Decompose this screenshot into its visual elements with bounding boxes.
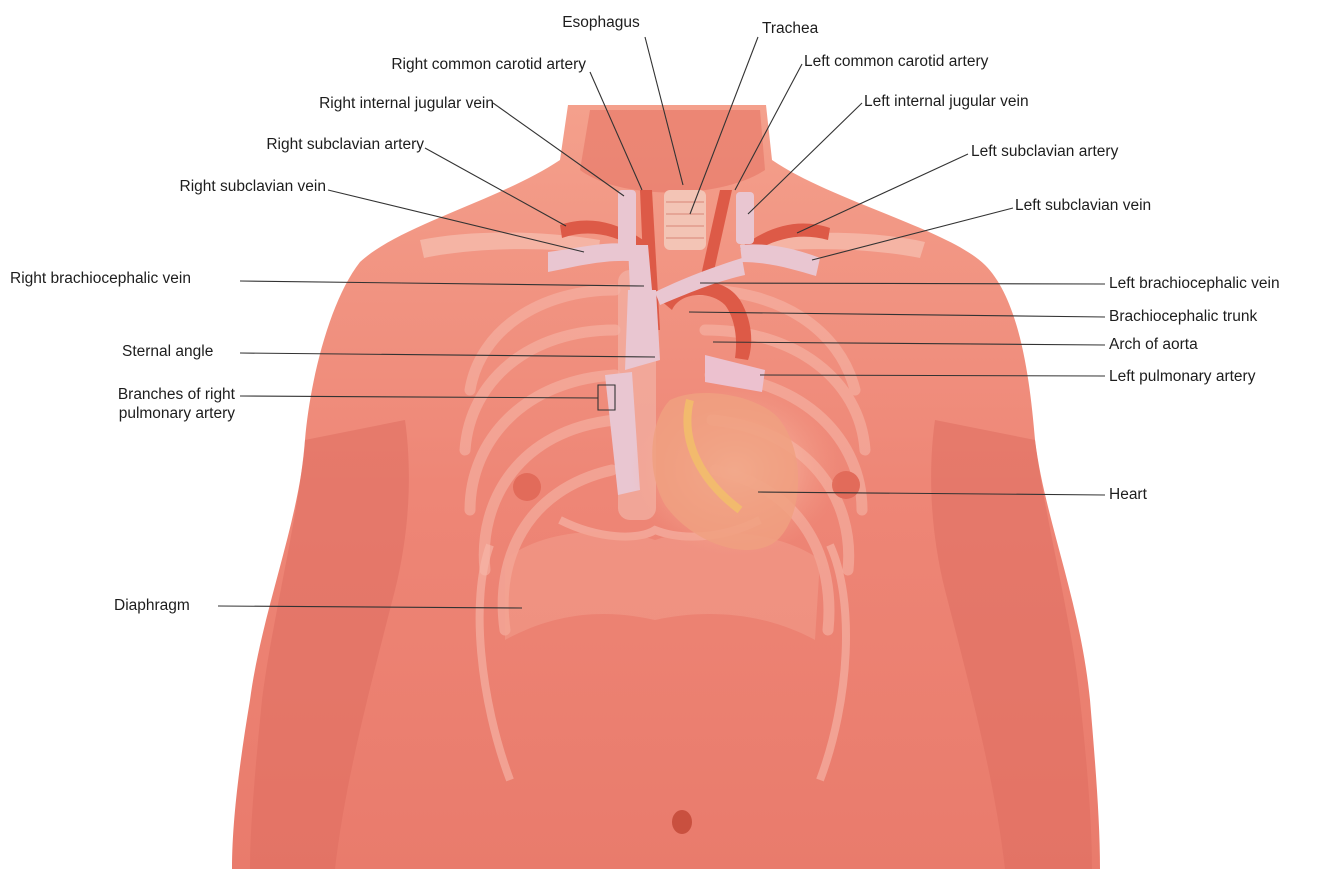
trachea-shape	[664, 190, 706, 250]
label-right-common-carotid-artery: Right common carotid artery	[300, 55, 586, 74]
label-left-pulmonary-artery: Left pulmonary artery	[1109, 367, 1255, 386]
label-right-brachiocephalic-vein: Right brachiocephalic vein	[10, 269, 191, 288]
label-trachea: Trachea	[762, 19, 818, 38]
label-left-brachiocephalic-vein: Left brachiocephalic vein	[1109, 274, 1280, 293]
label-right-subclavian-vein: Right subclavian vein	[120, 177, 326, 196]
label-right-subclavian-artery: Right subclavian artery	[200, 135, 424, 154]
navel	[672, 810, 692, 834]
label-left-internal-jugular-vein: Left internal jugular vein	[864, 92, 1029, 111]
label-brachiocephalic-trunk: Brachiocephalic trunk	[1109, 307, 1257, 326]
label-right-internal-jugular-vein: Right internal jugular vein	[240, 94, 494, 113]
label-arch-of-aorta: Arch of aorta	[1109, 335, 1198, 354]
label-branches-line1: Branches of right	[60, 385, 235, 404]
neck-shading	[580, 110, 765, 193]
label-left-subclavian-artery: Left subclavian artery	[971, 142, 1118, 161]
label-left-common-carotid-artery: Left common carotid artery	[804, 52, 988, 71]
label-heart: Heart	[1109, 485, 1147, 504]
label-branches-line2: pulmonary artery	[60, 404, 235, 423]
label-sternal-angle: Sternal angle	[122, 342, 213, 361]
label-esophagus: Esophagus	[552, 13, 650, 32]
label-diaphragm: Diaphragm	[114, 596, 190, 615]
nipple-right	[513, 473, 541, 501]
label-branches-of-right-pulmonary-artery: Branches of right pulmonary artery	[60, 385, 235, 423]
label-left-subclavian-vein: Left subclavian vein	[1015, 196, 1151, 215]
